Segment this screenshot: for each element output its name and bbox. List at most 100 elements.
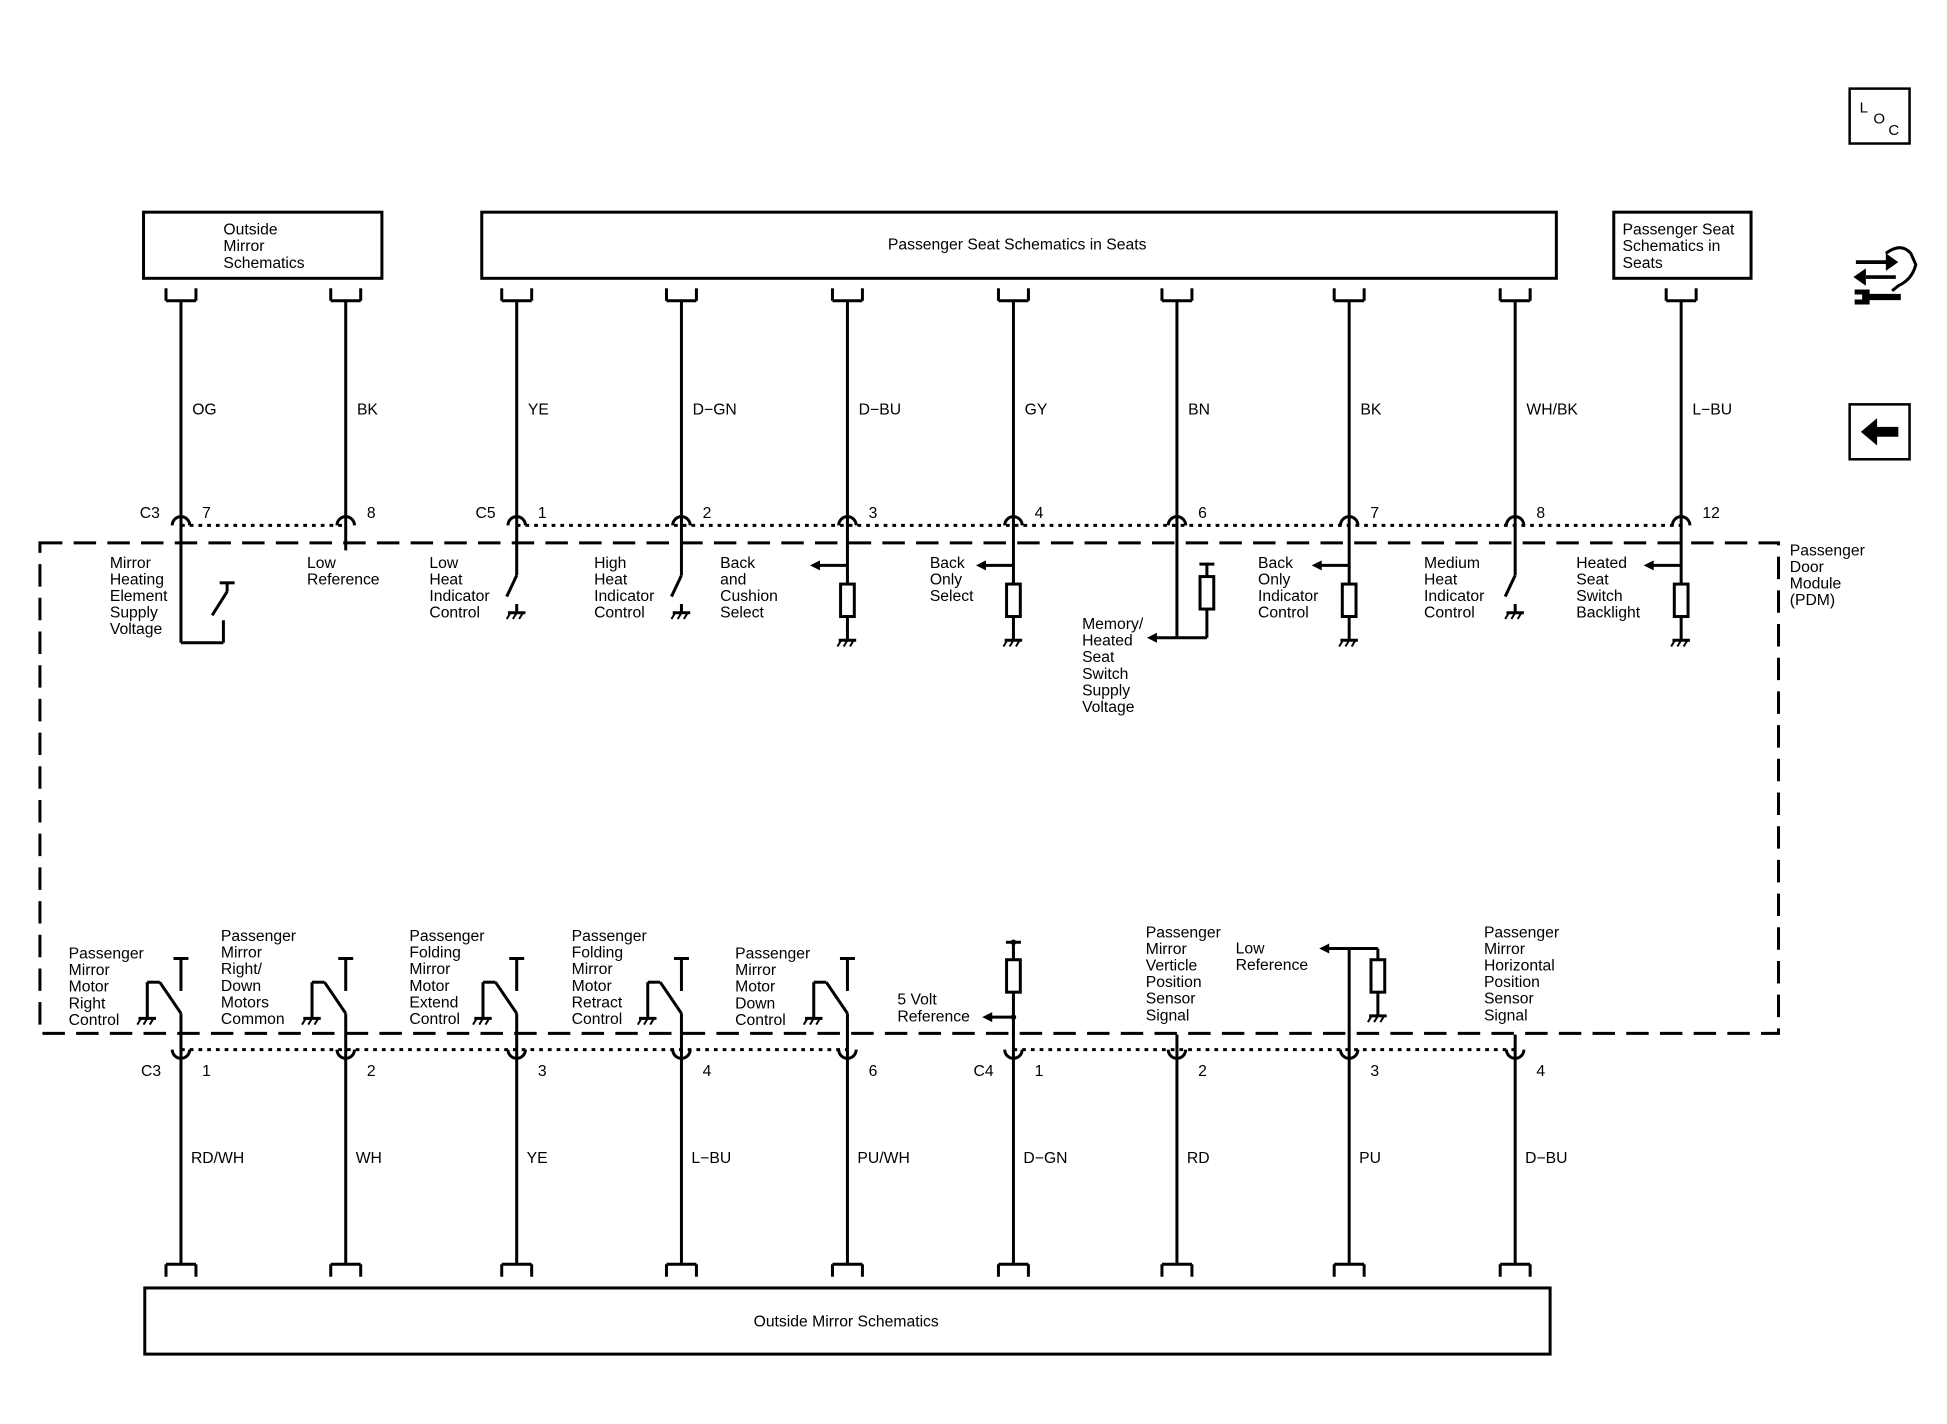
wire-color-label: D−GN bbox=[693, 401, 737, 418]
ground-symbol bbox=[472, 1016, 492, 1026]
loc-icon[interactable]: L O C bbox=[1848, 87, 1911, 145]
circuit-label-line: Switch bbox=[1576, 588, 1622, 605]
wire-color-label: D−BU bbox=[1525, 1150, 1567, 1167]
circuit-label-line: Signal bbox=[1484, 1007, 1528, 1024]
junction-dot bbox=[1010, 1014, 1017, 1020]
circuit-label-line: Cushion bbox=[720, 588, 778, 605]
pin-number: 7 bbox=[202, 505, 211, 522]
circuit-label-line: Control bbox=[1258, 605, 1309, 622]
ground-hatch bbox=[478, 1017, 484, 1026]
circuit-label-line: Medium bbox=[1424, 555, 1480, 572]
ground-symbol bbox=[1367, 1014, 1387, 1023]
bottom-connector-c3: C3RD/WH1PassengerMirrorMotorRightControl… bbox=[69, 928, 910, 1277]
circuit-label-line: Seat bbox=[1082, 649, 1115, 666]
ground-symbol bbox=[1504, 611, 1524, 620]
circuit-label-line: Select bbox=[720, 605, 764, 622]
wire-color-label: OG bbox=[192, 401, 216, 418]
signal-arrow-head bbox=[1643, 560, 1654, 571]
wire-color-label: D−GN bbox=[1023, 1150, 1067, 1167]
connector-cavity bbox=[1338, 1049, 1360, 1060]
pin-number: 1 bbox=[1035, 1063, 1044, 1080]
circuit-label-line: Backlight bbox=[1576, 605, 1640, 622]
ground-hatch bbox=[1682, 639, 1689, 647]
pin-number: 7 bbox=[1370, 505, 1379, 522]
right-arrow-head bbox=[1885, 253, 1899, 271]
circuit-label-line: Mirror bbox=[1146, 941, 1187, 958]
wire-color-label: RD/WH bbox=[191, 1150, 244, 1167]
switch-blade bbox=[494, 981, 518, 1015]
ground-symbol bbox=[836, 638, 857, 647]
module-label: Door bbox=[1790, 559, 1824, 576]
ground-hatch bbox=[1367, 1015, 1373, 1023]
circuit-label-line: Mirror bbox=[572, 961, 613, 978]
circuit-label-line: Switch bbox=[1082, 666, 1128, 683]
circuits: C3OG7MirrorHeatingElementSupplyVoltageBK… bbox=[69, 288, 1732, 1277]
wire-color-label: PU bbox=[1359, 1150, 1381, 1167]
wire-color-label: L−BU bbox=[1692, 401, 1732, 418]
ground-hatch bbox=[148, 1017, 155, 1026]
circuit-label-line: Back bbox=[930, 555, 965, 572]
ground-hatch bbox=[518, 612, 524, 620]
ground-hatch bbox=[313, 1017, 320, 1026]
circuit-label-line: Extend bbox=[409, 994, 458, 1011]
circuit-label-line: Low bbox=[307, 555, 336, 572]
passenger-seat-schematics-box-small[interactable]: Passenger Seat Schematics in Seats bbox=[1612, 210, 1753, 280]
switch-blade bbox=[505, 574, 519, 598]
connector-cavity bbox=[1504, 1049, 1526, 1060]
circuit-label-line: Retract bbox=[572, 994, 623, 1011]
ground-hatch bbox=[472, 1017, 478, 1026]
circuit-label-line: Select bbox=[930, 588, 974, 605]
circuit-label-line: Right/ bbox=[221, 961, 263, 978]
back-arrow-icon[interactable] bbox=[1848, 403, 1911, 461]
icon-letter: L bbox=[1860, 99, 1868, 116]
circuit-label-line: Back bbox=[1258, 555, 1293, 572]
ground-hatch bbox=[1676, 639, 1683, 647]
ground-symbol bbox=[670, 611, 691, 620]
circuit-label-line: Passenger bbox=[69, 945, 144, 962]
wire-color-label: L−BU bbox=[691, 1150, 731, 1167]
pin-number: 3 bbox=[1370, 1063, 1379, 1080]
circuit-label-line: Heated bbox=[1082, 633, 1133, 650]
circuit-label-line: Motor bbox=[735, 979, 775, 996]
switch-blade bbox=[658, 981, 683, 1015]
connector-cavity bbox=[335, 1049, 356, 1060]
pin-number: 3 bbox=[869, 505, 878, 522]
circuit-label-line: High bbox=[594, 555, 626, 572]
circuit-label-line: Low bbox=[429, 555, 458, 572]
icon-letter: C bbox=[1888, 122, 1899, 139]
circuit-label-line: Sensor bbox=[1484, 991, 1534, 1008]
wire-color-label: BK bbox=[1360, 401, 1381, 418]
passenger-seat-schematics-box[interactable]: Passenger Seat Schematics in Seats bbox=[480, 210, 1558, 280]
circuit-label-line: Control bbox=[69, 1012, 120, 1029]
wire-color-label: D−BU bbox=[859, 401, 901, 418]
circuit-label-line: Control bbox=[735, 1012, 786, 1029]
circuit-label-line: Control bbox=[594, 605, 645, 622]
circuit-label-line: Right bbox=[69, 995, 106, 1012]
module-label: Passenger bbox=[1790, 542, 1865, 559]
passenger-door-module: Passenger Door Module (PDM) bbox=[38, 541, 1865, 1035]
connector-cavity bbox=[1504, 515, 1526, 526]
reference-box-label: Schematics in bbox=[1623, 238, 1721, 255]
circuit-label-line: Passenger bbox=[1484, 924, 1559, 941]
wire-color-label: YE bbox=[527, 1150, 548, 1167]
circuit-label-line: Position bbox=[1484, 974, 1540, 991]
connector-name: C3 bbox=[140, 505, 160, 522]
circuit-label-line: Passenger bbox=[572, 928, 647, 945]
switch-blade bbox=[670, 574, 683, 598]
outside-mirror-schematics-box-top[interactable]: Outside Mirror Schematics bbox=[142, 210, 384, 280]
arrows-wrench-icon[interactable] bbox=[1853, 246, 1918, 305]
switch-blade bbox=[824, 981, 849, 1015]
ground-symbol bbox=[301, 1016, 321, 1026]
circuit-label-line: Heating bbox=[110, 571, 164, 588]
pin-number: 8 bbox=[367, 505, 376, 522]
ground-hatch bbox=[1670, 639, 1676, 647]
connector-cavity bbox=[671, 1049, 692, 1060]
circuit-label-line: Mirror bbox=[1484, 941, 1525, 958]
outside-mirror-schematics-box-bottom[interactable]: Outside Mirror Schematics bbox=[143, 1286, 1552, 1356]
circuit-label-line: Motor bbox=[69, 979, 109, 996]
